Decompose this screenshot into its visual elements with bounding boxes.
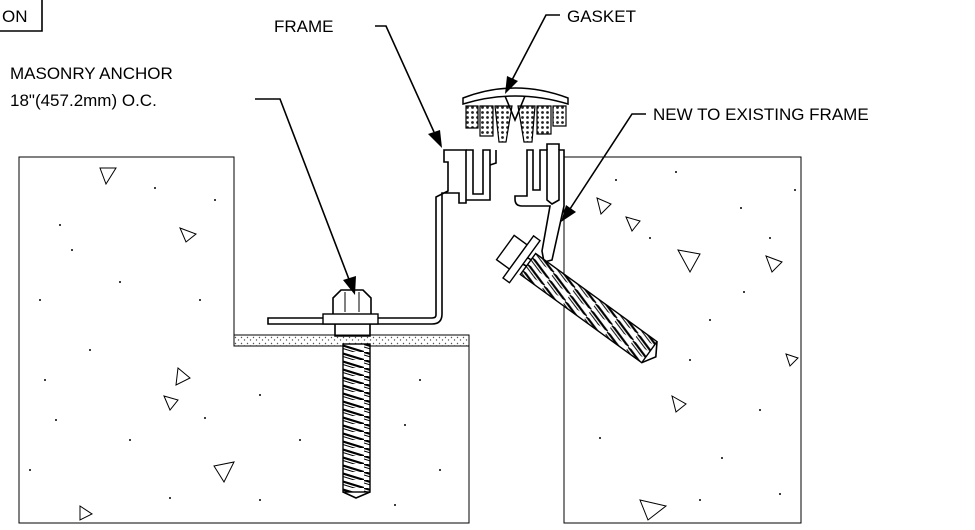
gasket [462, 87, 569, 143]
title-box: ON [0, 0, 43, 32]
right-masonry-anchor [495, 234, 658, 364]
title-box-label: ON [2, 7, 28, 26]
leader-anchor [255, 98, 356, 295]
label-new-to-existing-frame: NEW TO EXISTING FRAME [653, 105, 869, 124]
label-frame: FRAME [274, 17, 334, 36]
label-anchor-spacing: 18"(457.2mm) O.C. [10, 91, 157, 110]
leader-new-to-existing [561, 113, 646, 222]
label-gasket: GASKET [567, 7, 636, 26]
label-masonry-anchor: MASONRY ANCHOR [10, 64, 173, 83]
left-masonry-anchor [322, 289, 379, 499]
leader-gasket [505, 14, 560, 94]
left-frame [267, 149, 497, 325]
leader-frame [375, 25, 442, 148]
right-concrete [563, 156, 802, 524]
